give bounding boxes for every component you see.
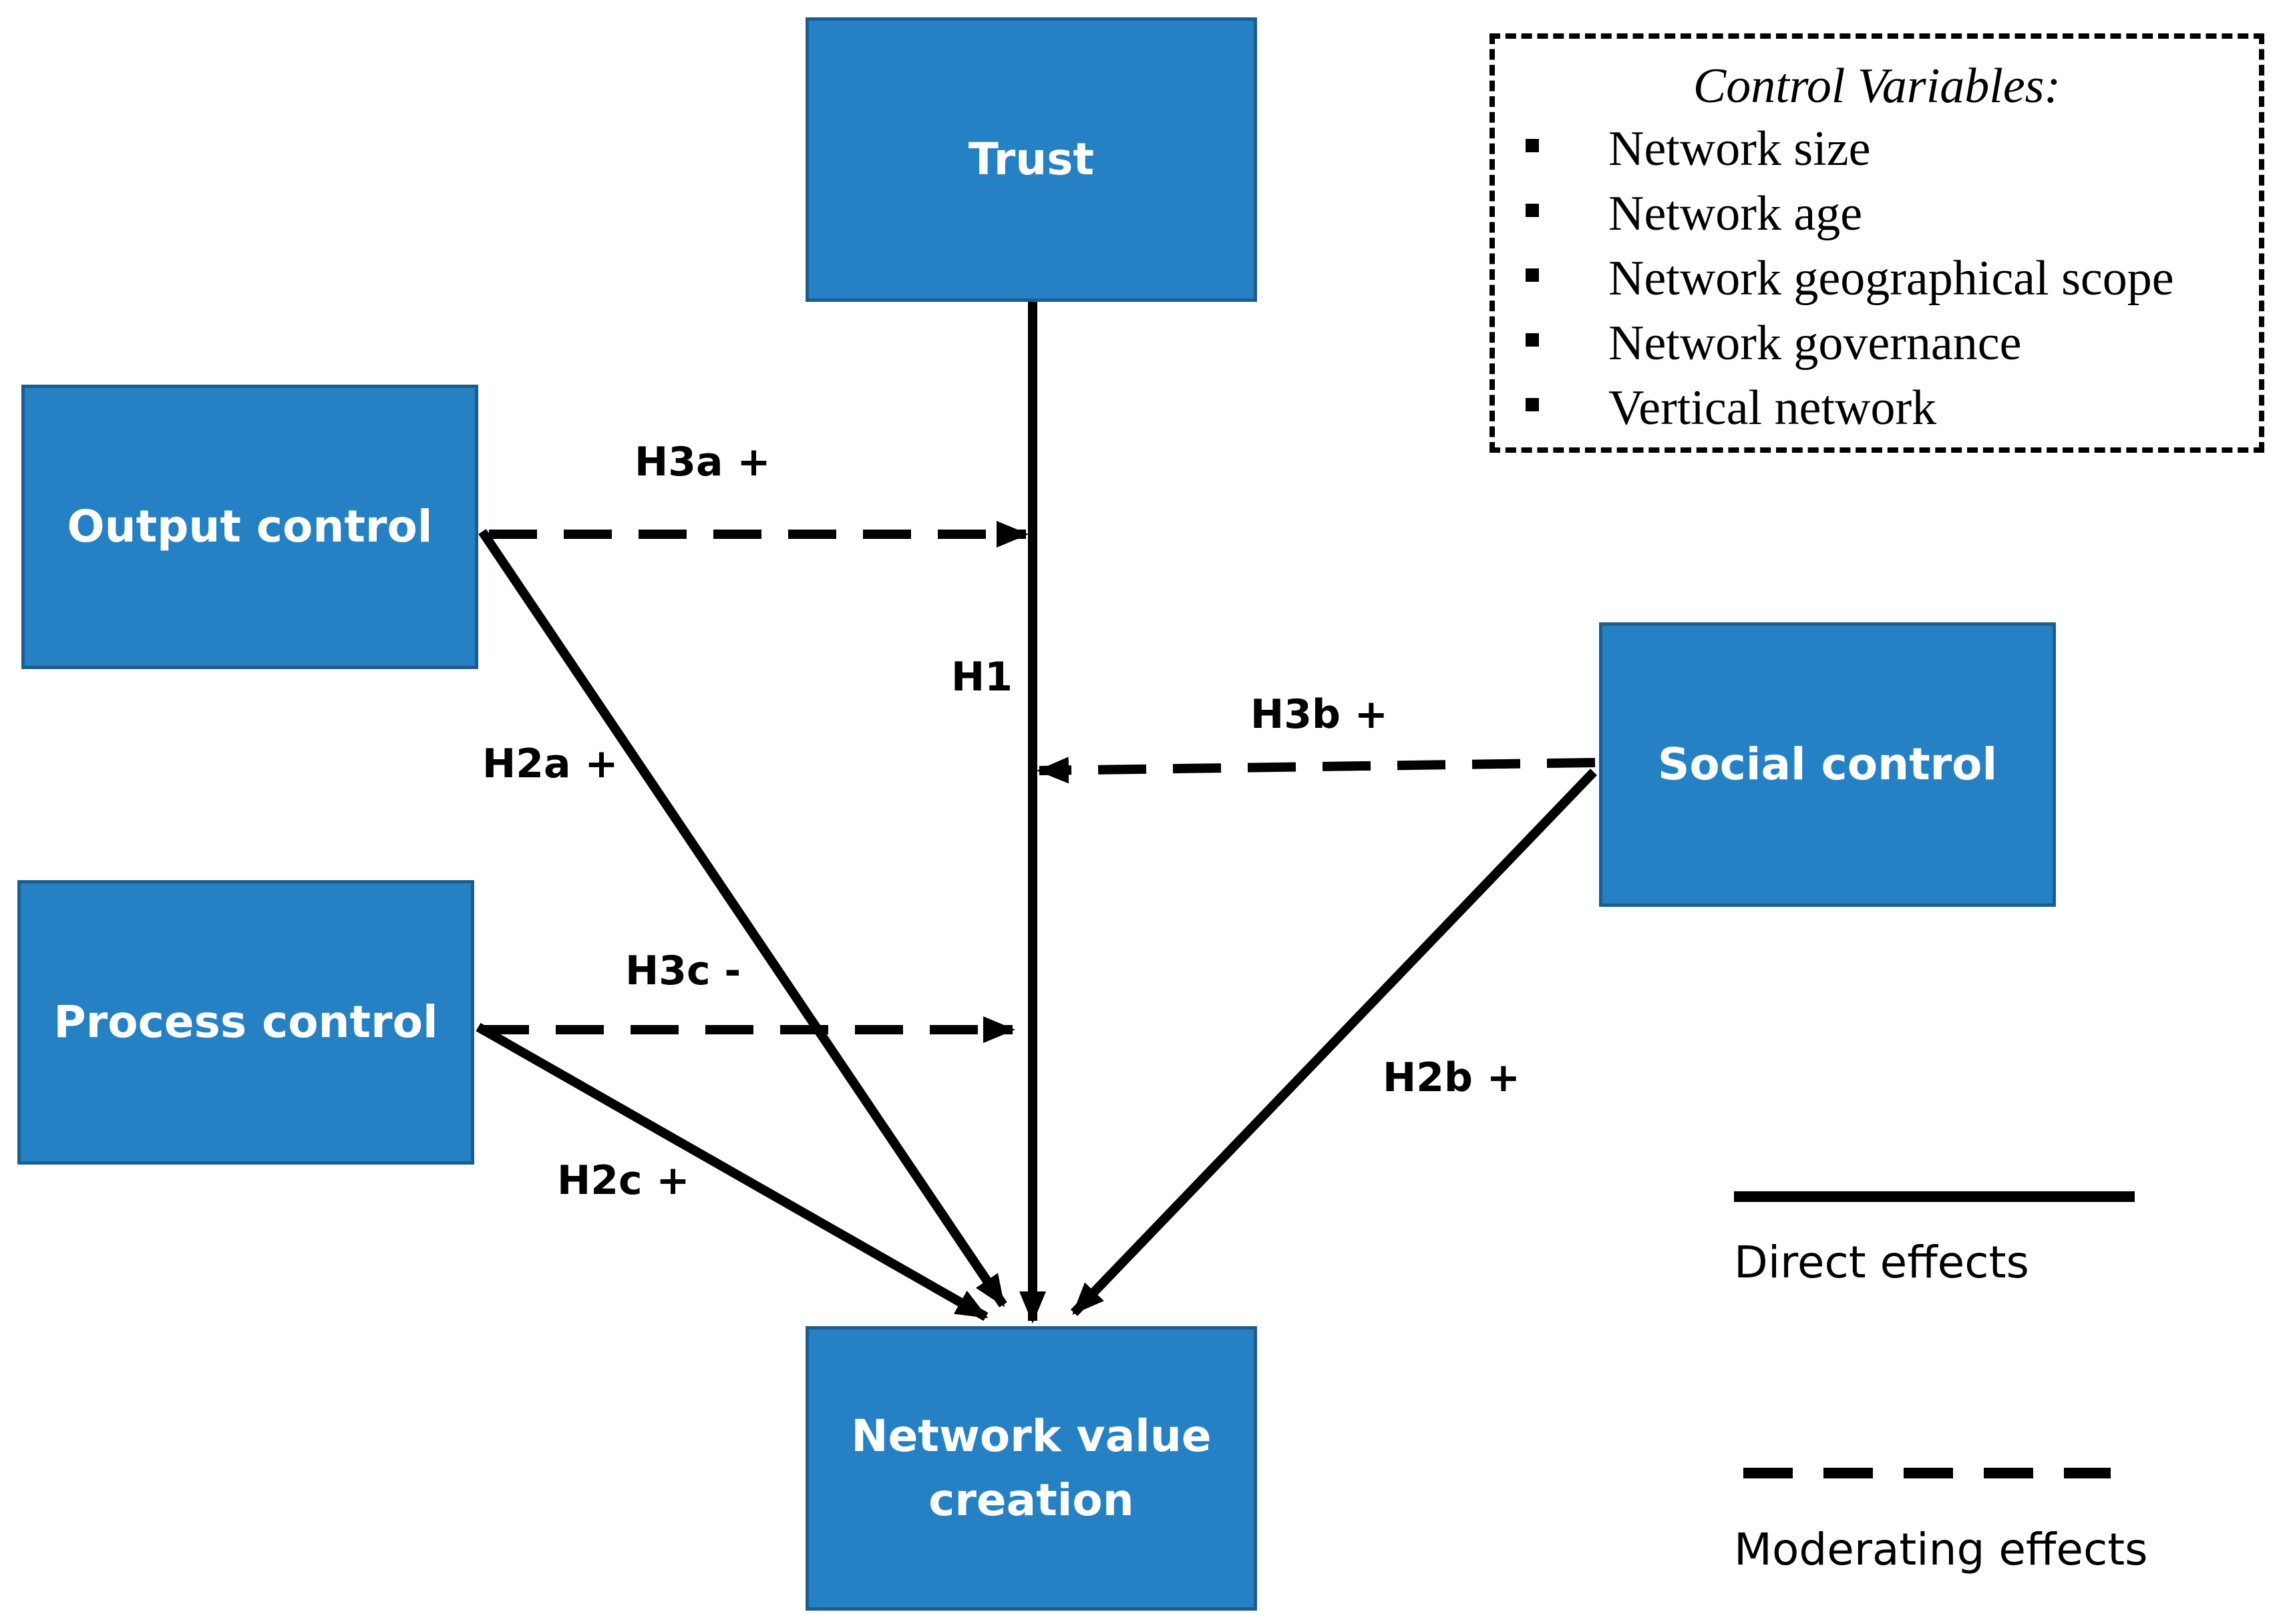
control-variable-label: Network size [1608,122,1871,176]
node-network-value-creation-label-line1: Network value [851,1410,1212,1462]
node-output-control: Output control [21,385,478,669]
label-h2a: H2a + [482,741,619,787]
node-trust-label: Trust [968,134,1095,185]
node-process-control-label: Process control [53,996,438,1048]
square-bullet-icon [1526,333,1539,347]
legend-moderating-effects-label: Moderating effects [1734,1524,2148,1575]
label-h3b: H3b + [1250,691,1389,738]
label-h2b: H2b + [1383,1054,1521,1101]
control-variables-box: Control Variables: Network size Network … [1489,33,2264,453]
square-bullet-icon [1526,268,1539,282]
arrow-h2c-process-to-value [476,1022,989,1322]
square-bullet-icon [1526,204,1539,217]
node-social-control-label: Social control [1657,739,1998,790]
node-network-value-creation-label-line2: creation [928,1474,1134,1526]
control-variable-label: Network governance [1608,316,2022,371]
label-h1: H1 [951,654,1013,700]
arrow-h2b-social-to-value [1070,769,1598,1316]
node-social-control: Social control [1599,622,2056,907]
label-h3a: H3a + [635,439,771,485]
label-h2c: H2c + [557,1157,690,1204]
node-process-control: Process control [17,880,474,1165]
node-output-control-label: Output control [67,501,433,552]
control-variable-label: Network geographical scope [1608,251,2174,306]
square-bullet-icon [1526,139,1539,152]
arrow-h3b-social-moderates [1037,757,1596,784]
control-variable-label: Vertical network [1608,381,1937,435]
square-bullet-icon [1526,398,1539,411]
node-trust: Trust [806,17,1257,302]
legend-direct-effects-label: Direct effects [1734,1237,2029,1288]
control-variables-title: Control Variables: [1693,59,2061,114]
arrow-h2a-output-to-value [478,529,1007,1307]
node-network-value-creation: Network value creation [806,1326,1257,1611]
label-h3c: H3c - [625,948,741,994]
control-variable-label: Network age [1608,186,1863,241]
